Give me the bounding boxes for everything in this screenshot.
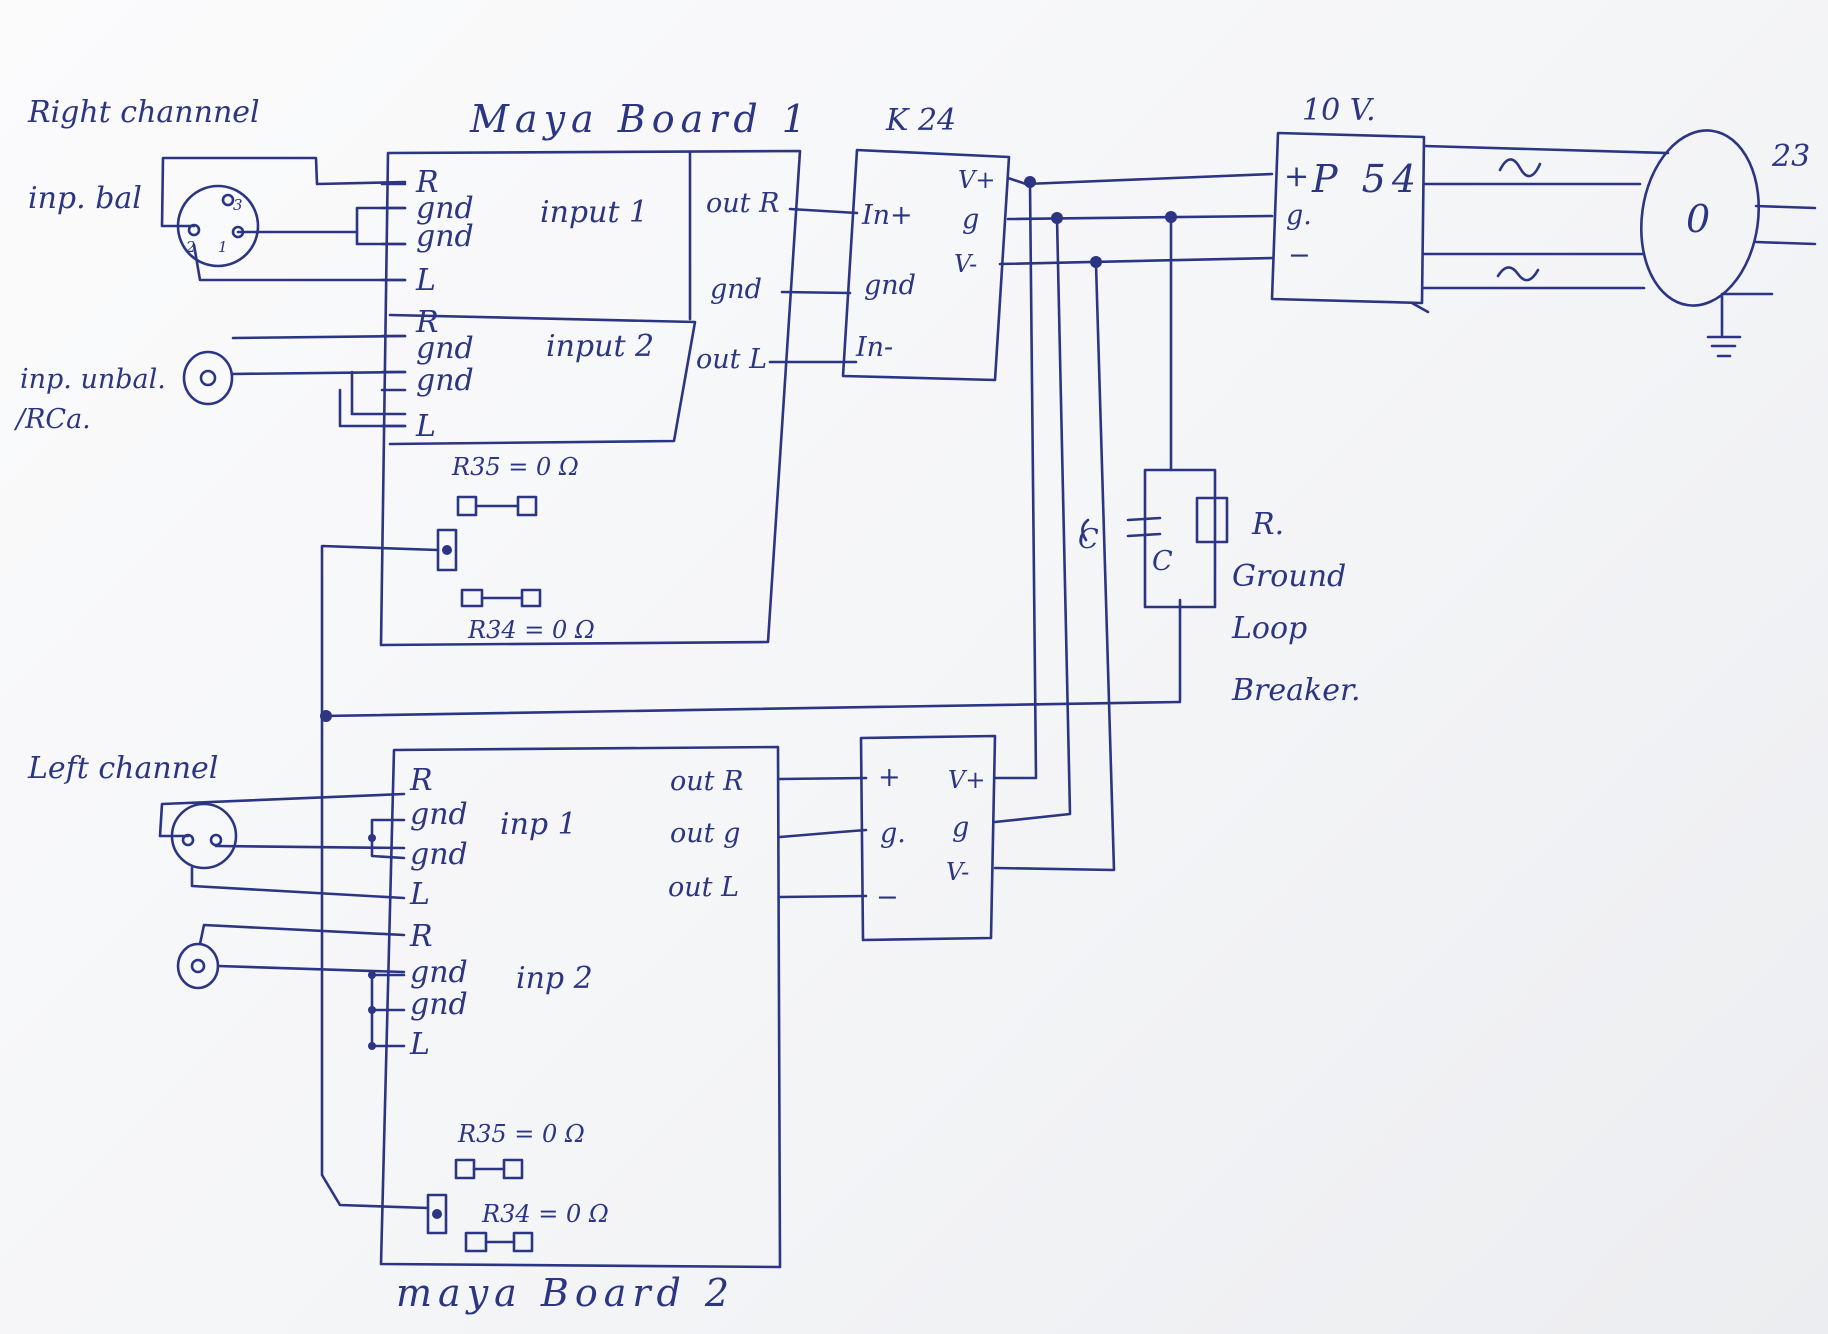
board1-pin-gnd1: gnd: [416, 191, 474, 226]
balanced-input-label: inp. bal: [28, 181, 142, 216]
board1-out-l-label: out L: [696, 344, 767, 375]
maya-board-2: [379, 745, 782, 1269]
board1-title: Maya Board 1: [469, 97, 812, 141]
right-channel-input-wires: [160, 156, 407, 428]
board2-inp2-label: inp 2: [516, 961, 593, 996]
board2-pin-gnd2: gnd: [410, 837, 468, 872]
board2-r35-label: R35 = 0 Ω: [457, 1120, 585, 1148]
board2-out-l-label: out L: [668, 872, 739, 903]
maya-board-1: [379, 149, 802, 647]
board2-pin-l2: L: [409, 1027, 430, 1062]
unbalanced-input-label-2: /RCa.: [13, 404, 91, 435]
r35-jumper-board2: [454, 1158, 524, 1180]
mains-wires: [1754, 204, 1817, 246]
ground-bus-wires: [320, 544, 1182, 1210]
breaker-line3: Breaker.: [1231, 673, 1361, 708]
board2-pin-r2: R: [409, 919, 433, 954]
ground-loop-breaker: [1081, 468, 1229, 609]
board1-input1-label: input 1: [540, 195, 648, 230]
rca-connector-right: [182, 350, 234, 406]
xlr-pin2-label: 2: [185, 238, 196, 256]
amp2-g-out: g: [952, 812, 969, 843]
xlr-pin1-label: 1: [218, 238, 228, 256]
psu-name: P 54: [1311, 157, 1422, 201]
xlr-pin3-label: 3: [233, 196, 243, 214]
breaker-c-outer: C: [1078, 524, 1099, 555]
k24-g: g: [962, 204, 979, 235]
rca-connector-left: [176, 942, 220, 990]
ac-symbol-bottom: [1496, 266, 1540, 282]
mains-voltage-label: 23: [1771, 139, 1810, 174]
amp-module-2: [859, 734, 997, 942]
ac-symbol-top: [1498, 158, 1542, 178]
amp2-g: g.: [880, 818, 906, 849]
board1-pin-gnd2: gnd: [416, 219, 474, 254]
psu-plus: +: [1284, 159, 1309, 194]
left-channel-input-wires: [158, 792, 406, 1050]
board1-pin-l2: L: [415, 409, 436, 444]
k24-amp-module: [841, 148, 1011, 382]
board1-pin-gnd4: gnd: [416, 363, 474, 398]
r34-jumper-board2: [464, 1231, 534, 1253]
psu-minus: −: [1288, 240, 1311, 271]
psu-voltage-label: 10 V.: [1302, 93, 1376, 128]
input2-section: [388, 313, 697, 446]
amp2-v-plus: V+: [948, 766, 985, 794]
amp2-minus: −: [876, 882, 899, 913]
breaker-c-label: C: [1152, 546, 1173, 577]
k24-in-plus: In+: [861, 200, 913, 231]
r35-jumper-board1: [456, 495, 538, 517]
board2-to-amp2-wires: [778, 776, 868, 899]
toroidal-transformer: [1639, 129, 1761, 307]
board2-pin-gnd1: gnd: [410, 797, 468, 832]
board1-out-r-label: out R: [706, 188, 779, 219]
transformer-symbol: 0: [1686, 197, 1716, 241]
board1-pin-l1: L: [415, 263, 436, 298]
board2-pin-gnd4: gnd: [410, 987, 468, 1022]
k24-in-gnd: gnd: [864, 270, 916, 301]
board2-r34-label: R34 = 0 Ω: [481, 1200, 609, 1228]
k24-v-plus: V+: [958, 166, 995, 194]
left-channel-label: Left channel: [27, 751, 218, 786]
board2-pin-gnd3: gnd: [410, 955, 468, 990]
r34-jumper-board1: [460, 588, 542, 608]
board2-title: maya Board 2: [396, 1271, 735, 1315]
psu-module: [1270, 131, 1426, 305]
breaker-line2: Loop: [1231, 611, 1307, 646]
amp2-plus: +: [878, 762, 901, 793]
board1-out-gnd-label: gnd: [710, 274, 762, 305]
board1-to-k24-wires: [768, 207, 859, 364]
board2-inp1-label: inp 1: [500, 807, 577, 842]
amp2-v-minus: V-: [946, 858, 969, 886]
psu-g: g.: [1286, 200, 1312, 231]
power-rail-wires: [993, 172, 1274, 872]
board1-r34-label: R34 = 0 Ω: [467, 616, 595, 644]
board2-out-g-label: out g: [670, 818, 740, 849]
k24-v-minus: V-: [954, 250, 977, 278]
psu-ac-wires: [1422, 144, 1670, 290]
capacitor-symbol: [1126, 516, 1162, 538]
breaker-line1: Ground: [1232, 559, 1346, 594]
board1-pin-r1: R: [415, 165, 439, 200]
board1-pin-gnd3: gnd: [416, 331, 474, 366]
earth-ground-symbol: [1706, 292, 1774, 358]
board1-pin-r2: R: [415, 305, 439, 340]
board2-pin-r1: R: [409, 763, 433, 798]
board2-pin-l1: L: [409, 877, 430, 912]
ground-jumper-header-board2: [426, 1193, 448, 1235]
breaker-r-label: R.: [1251, 507, 1284, 542]
board2-out-r-label: out R: [670, 766, 743, 797]
right-channel-label: Right channnel: [27, 95, 260, 130]
board1-r35-label: R35 = 0 Ω: [451, 453, 579, 481]
board1-input2-label: input 2: [546, 329, 654, 364]
k24-amp-label: K 24: [885, 103, 956, 138]
unbalanced-input-label-1: inp. unbal.: [20, 364, 166, 395]
k24-in-minus: In-: [855, 332, 893, 363]
resistor-symbol: [1195, 496, 1229, 544]
